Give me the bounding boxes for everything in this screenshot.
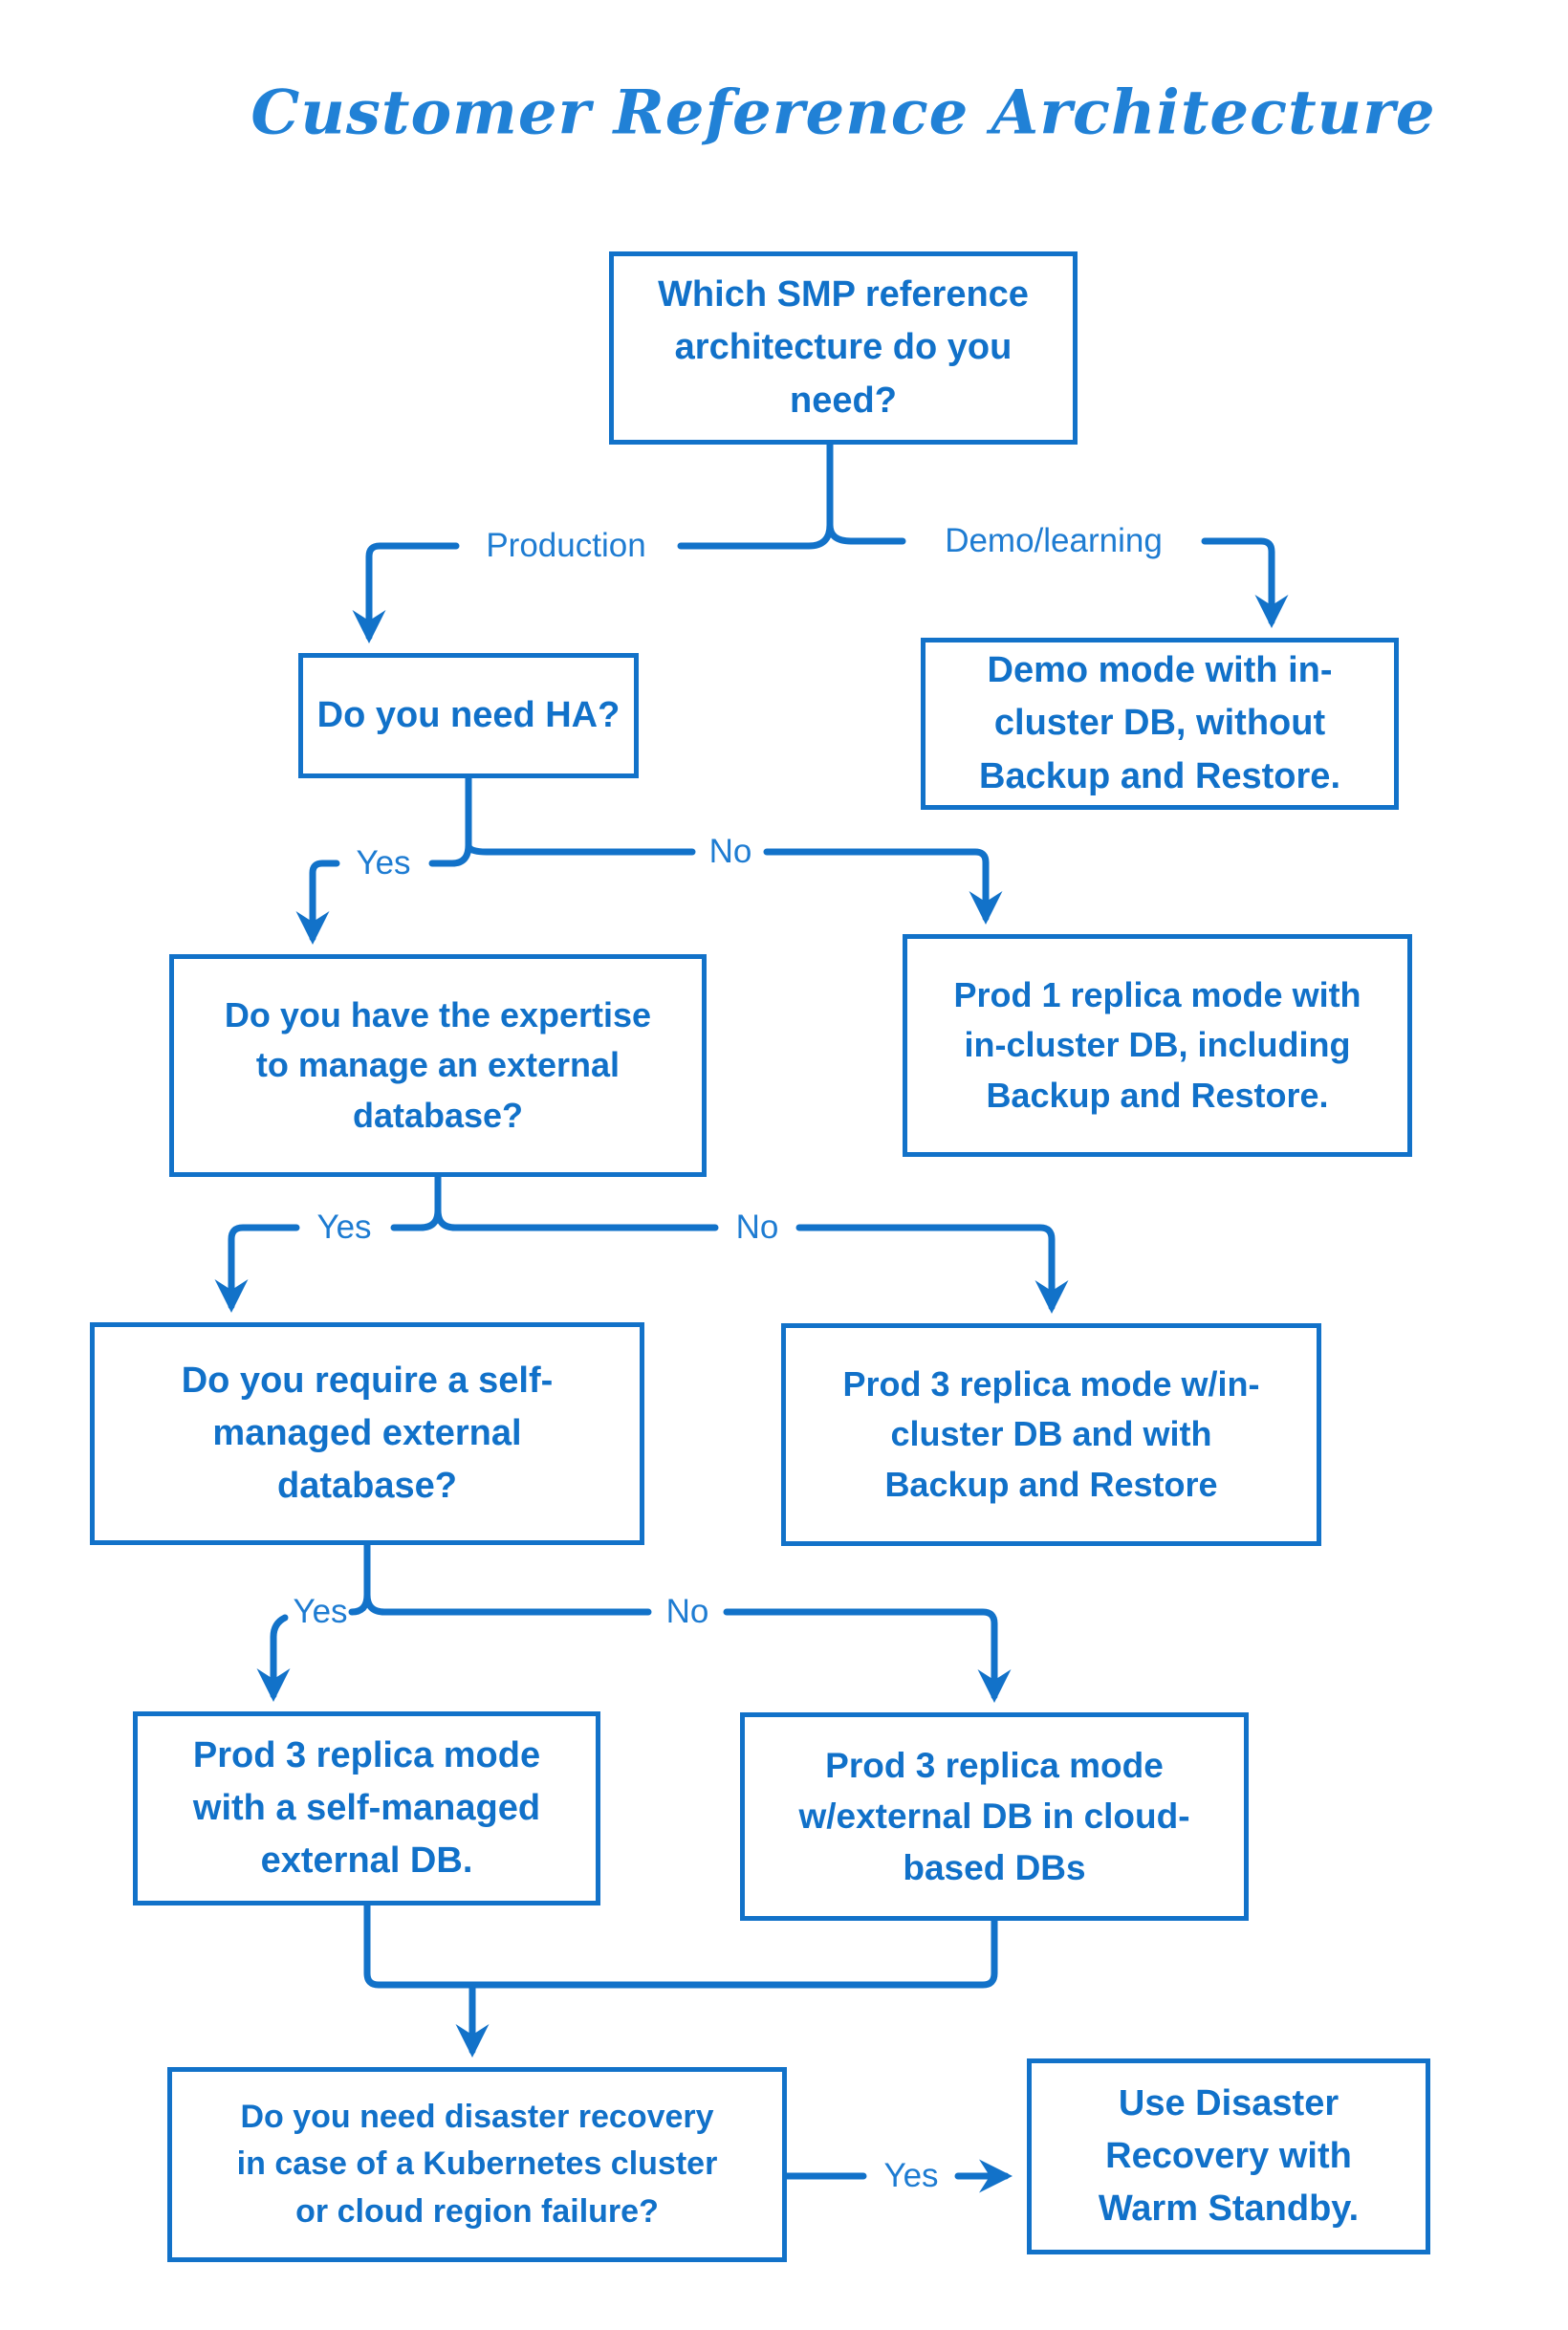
node-top-question: Which SMP reference architecture do you … bbox=[609, 251, 1078, 445]
node-line: Backup and Restore. bbox=[986, 1075, 1329, 1115]
node-expertise-question: Do you have the expertise to manage an e… bbox=[169, 954, 707, 1177]
node-line: or cloud region failure? bbox=[295, 2192, 659, 2230]
node-prod3-cloud-result: Prod 3 replica mode w/external DB in clo… bbox=[740, 1712, 1249, 1921]
node-disaster-recovery-result: Use Disaster Recovery with Warm Standby. bbox=[1027, 2058, 1430, 2254]
node-line: Do you have the expertise bbox=[224, 995, 652, 1035]
node-line: Prod 3 replica mode w/in- bbox=[842, 1364, 1260, 1405]
node-line: cluster DB and with bbox=[890, 1414, 1212, 1454]
node-line: w/external DB in cloud- bbox=[798, 1796, 1190, 1837]
node-line: managed external bbox=[212, 1412, 522, 1453]
node-line: external DB. bbox=[260, 1840, 473, 1882]
node-line: Backup and Restore bbox=[884, 1464, 1218, 1504]
node-line: Use Disaster bbox=[1118, 2082, 1339, 2123]
node-line: cluster DB, without bbox=[993, 703, 1326, 744]
node-line: Prod 1 replica mode with bbox=[953, 975, 1361, 1015]
edge-label-expertise-yes: Yes bbox=[316, 1209, 372, 1246]
edge-label-ha-no: No bbox=[708, 833, 752, 870]
node-line: Prod 3 replica mode bbox=[192, 1734, 541, 1775]
node-line: database? bbox=[277, 1466, 457, 1507]
edge-label-demo-learning: Demo/learning bbox=[945, 522, 1163, 559]
node-disaster-recovery-question: Do you need disaster recovery in case of… bbox=[167, 2067, 787, 2262]
node-line: database? bbox=[352, 1095, 524, 1135]
node-line: need? bbox=[790, 380, 897, 421]
edge-label-expertise-no: No bbox=[735, 1209, 779, 1246]
node-line: Demo mode with in- bbox=[987, 650, 1333, 691]
node-line: in case of a Kubernetes cluster bbox=[236, 2145, 718, 2183]
node-prod3-incluster-result: Prod 3 replica mode w/in- cluster DB and… bbox=[781, 1323, 1321, 1546]
edge-label-dr-yes: Yes bbox=[883, 2157, 939, 2194]
node-selfmanaged-question: Do you require a self- managed external … bbox=[90, 1322, 644, 1545]
node-line: in-cluster DB, including bbox=[964, 1025, 1351, 1065]
edge-label-selfmanaged-no: No bbox=[665, 1593, 709, 1630]
node-line: Do you need HA? bbox=[316, 694, 621, 735]
node-line: Recovery with bbox=[1105, 2135, 1352, 2176]
node-line: to manage an external bbox=[255, 1045, 621, 1085]
node-line: with a self-managed bbox=[192, 1787, 541, 1828]
node-line: Do you require a self- bbox=[181, 1360, 554, 1401]
edge-label-production: Production bbox=[486, 527, 646, 564]
diagram-title: Customer Reference Architecture bbox=[250, 76, 1436, 149]
node-line: Prod 3 replica mode bbox=[825, 1745, 1164, 1785]
node-line: Backup and Restore. bbox=[979, 755, 1340, 796]
node-line: Warm Standby. bbox=[1098, 2188, 1360, 2230]
node-line: Which SMP reference bbox=[658, 274, 1029, 316]
node-demo-result: Demo mode with in- cluster DB, without B… bbox=[921, 638, 1399, 810]
edge-label-ha-yes: Yes bbox=[356, 844, 411, 882]
node-ha-question: Do you need HA? bbox=[298, 653, 639, 778]
node-line: based DBs bbox=[903, 1847, 1086, 1887]
node-line: architecture do you bbox=[674, 327, 1013, 368]
node-line: Do you need disaster recovery bbox=[240, 2099, 714, 2136]
node-prod3-selfmanaged-result: Prod 3 replica mode with a self-managed … bbox=[133, 1711, 600, 1905]
node-prod1-result: Prod 1 replica mode with in-cluster DB, … bbox=[903, 934, 1412, 1157]
edge-label-selfmanaged-yes: Yes bbox=[293, 1593, 348, 1630]
